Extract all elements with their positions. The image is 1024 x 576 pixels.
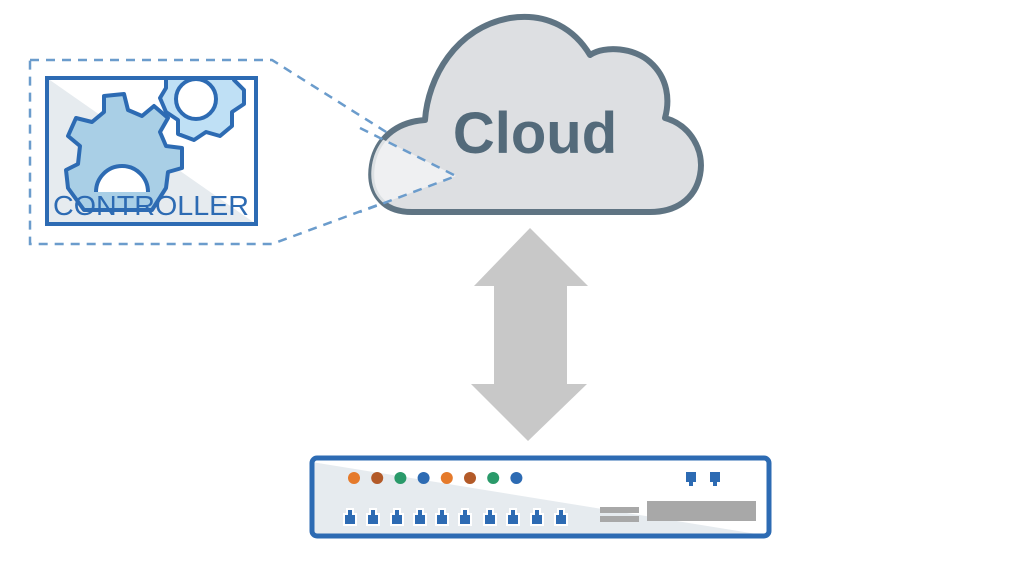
ethernet-port-icon[interactable] xyxy=(366,508,380,526)
ethernet-port-icon[interactable] xyxy=(458,508,472,526)
network-device[interactable] xyxy=(309,455,772,539)
display-panel xyxy=(647,501,756,521)
controller-label: CONTROLLER xyxy=(53,190,249,221)
cloud-label: Cloud xyxy=(453,101,617,166)
ethernet-port-icon[interactable] xyxy=(483,508,497,526)
callout-wedge-overlay xyxy=(371,128,456,212)
device-frame xyxy=(309,455,772,539)
slot-bar-bottom xyxy=(600,516,639,522)
large-gear-icon xyxy=(64,92,184,212)
cloud-node[interactable]: Cloud xyxy=(359,13,704,215)
slot-bar-top xyxy=(600,507,639,513)
status-led-row xyxy=(348,472,523,484)
uplink-port-icon[interactable] xyxy=(686,472,696,486)
status-led-brown xyxy=(371,472,384,484)
small-gear-icon xyxy=(158,77,246,142)
controller-frame xyxy=(45,76,258,226)
callout-wedge-lines xyxy=(359,126,460,214)
ethernet-port-icon[interactable] xyxy=(506,508,520,526)
controller-node[interactable]: CONTROLLER xyxy=(45,62,258,226)
uplink-port-icon[interactable] xyxy=(710,472,720,486)
status-led-green xyxy=(394,472,407,484)
ethernet-port-icon[interactable] xyxy=(390,508,404,526)
status-led-orange xyxy=(348,472,360,484)
ethernet-port-icon[interactable] xyxy=(413,508,427,526)
status-led-blue xyxy=(417,472,430,484)
status-led-orange xyxy=(440,472,453,484)
bidirectional-arrow-icon xyxy=(471,228,588,441)
ethernet-port-icon[interactable] xyxy=(343,508,357,526)
ethernet-port-row xyxy=(343,508,568,526)
uplink-port-row xyxy=(686,472,720,486)
ethernet-port-icon[interactable] xyxy=(435,508,449,526)
ethernet-port-icon[interactable] xyxy=(554,508,568,526)
status-led-green xyxy=(487,472,500,484)
callout-dashed-outline xyxy=(28,58,459,246)
status-led-brown xyxy=(464,472,476,484)
status-led-blue xyxy=(510,472,523,484)
controller-callout xyxy=(28,58,459,246)
ethernet-port-icon[interactable] xyxy=(530,508,544,526)
